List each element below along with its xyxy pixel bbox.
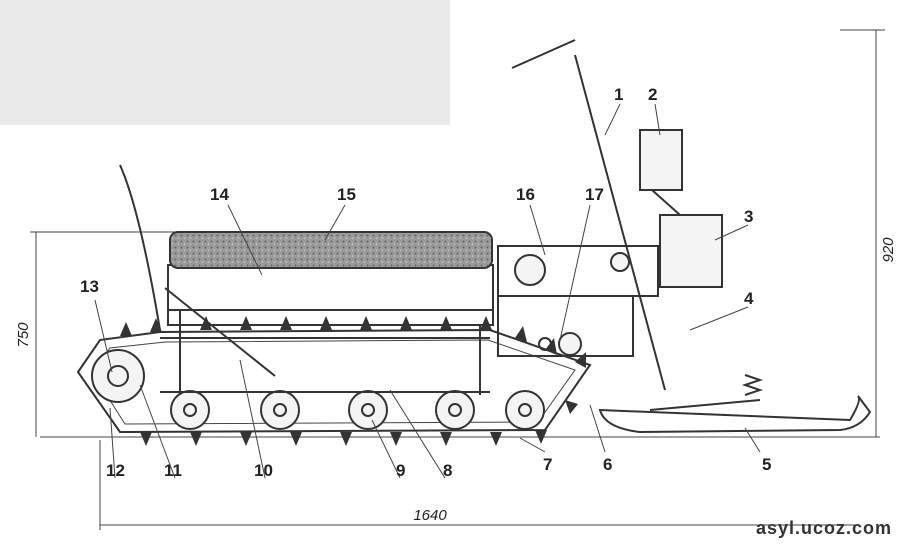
dimension-750-label: 750 [15,322,32,348]
watermark-text: asyl.ucoz.com [756,518,892,538]
drive-sprocket [91,349,145,403]
dimension-750: 750 [15,231,175,437]
callout-2: 2 [648,85,657,104]
track-assembly [76,310,592,446]
callout-4: 4 [744,289,754,308]
callout-7: 7 [543,455,552,474]
callout-1: 1 [614,85,623,104]
ski-spring [741,374,764,396]
callout-12: 12 [106,461,125,480]
callout-6: 6 [603,455,612,474]
engine-compartment [497,245,659,357]
background-smudge [0,0,450,125]
backrest-tube [119,164,161,331]
callout-11: 11 [164,461,182,480]
callout-16: 16 [516,185,535,204]
callout-13: 13 [80,277,99,296]
callout-3: 3 [744,207,753,226]
front-ski [598,374,872,434]
callout-9: 9 [396,461,405,480]
seat-box [167,231,494,395]
dimension-920: 920 [840,29,897,437]
road-wheels [170,390,545,430]
callout-labels: 1 2 3 4 5 6 7 8 9 10 11 12 13 14 15 16 1… [80,85,771,480]
callout-5: 5 [762,455,771,474]
dimension-1640: 1640 [99,440,860,530]
callout-15: 15 [337,185,356,204]
steering-column [511,39,723,391]
callout-10: 10 [254,461,273,480]
frame-brace [164,287,276,377]
callout-14: 14 [210,185,229,204]
leader-lines [94,103,761,479]
dimension-1640-label: 1640 [413,507,447,524]
dimension-920-label: 920 [880,237,897,263]
track-spikes [120,316,586,446]
seat-cushion [169,231,493,269]
callout-8: 8 [443,461,452,480]
callout-17: 17 [585,185,604,204]
